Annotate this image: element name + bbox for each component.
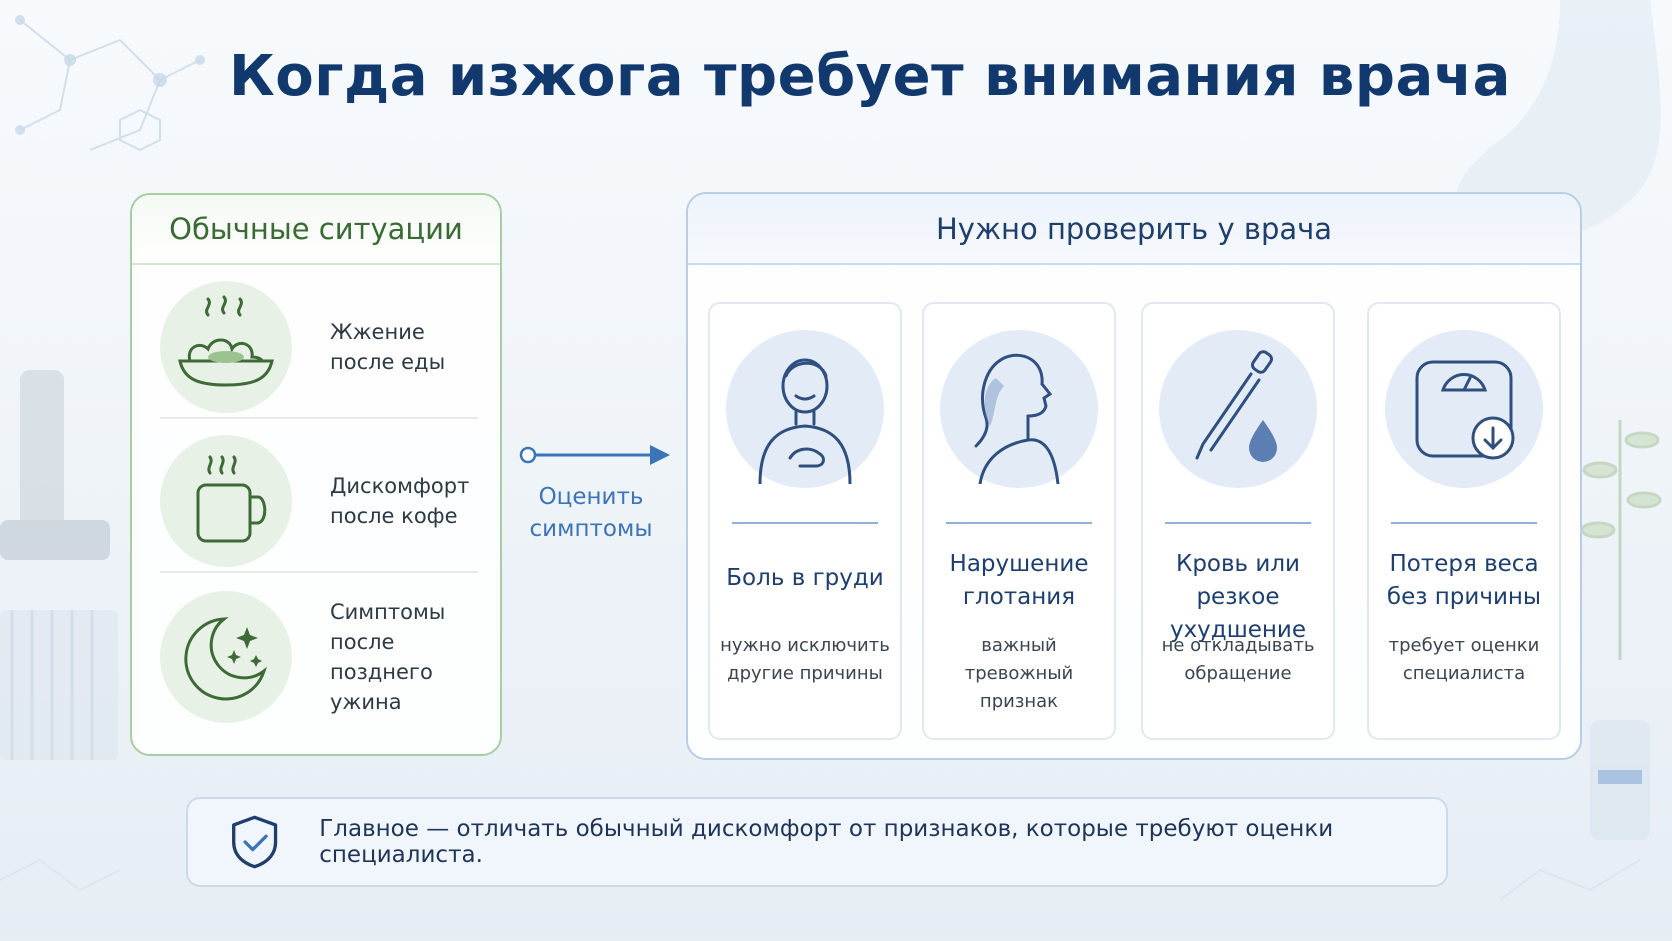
card-title: Кровь или резкое ухудшение — [1169, 551, 1307, 643]
throat-icon — [940, 330, 1098, 488]
key-message-text: Главное — отличать обычный дискомфорт от… — [319, 816, 1334, 868]
scale-icon — [1385, 330, 1543, 488]
card-title: Нарушение глотания — [949, 551, 1089, 610]
shield-check-icon — [232, 815, 278, 869]
card-blood: Кровь или резкое ухудшение не откладыват… — [1141, 302, 1335, 740]
card-divider — [1165, 522, 1311, 524]
blood-drop-icon — [1159, 330, 1317, 488]
normal-item-text: Жжение после еды — [330, 320, 446, 374]
card-title: Боль в груди — [726, 565, 884, 591]
card-swallowing: Нарушение глотания важный тревожный приз… — [922, 302, 1116, 740]
card-subtitle: нужно исключить другие причины — [720, 635, 890, 684]
plate-icon — [160, 281, 292, 413]
coffee-mug-icon — [160, 435, 292, 567]
card-subtitle: не откладывать обращение — [1161, 635, 1315, 684]
normal-situations-panel: Обычные ситуации Жжение после еды — [130, 193, 502, 756]
moon-icon — [160, 591, 292, 723]
normal-panel-header: Обычные ситуации — [132, 195, 500, 265]
doctor-panel-header: Нужно проверить у врача — [688, 194, 1580, 265]
card-divider — [732, 522, 878, 524]
normal-item-after-coffee: Дискомфорт после кофе — [160, 431, 478, 573]
normal-item-text: Симптомы после позднего ужина — [330, 600, 446, 714]
page-title: Когда изжога требует внимания врача — [229, 44, 1511, 109]
normal-item-late-dinner: Симптомы после позднего ужина — [160, 587, 478, 727]
card-chest-pain: Боль в груди нужно исключить другие прич… — [708, 302, 902, 740]
key-message-banner: Главное — отличать обычный дискомфорт от… — [186, 797, 1448, 887]
assess-arrow: Оценить симптомы — [516, 437, 676, 557]
card-subtitle: важный тревожный признак — [964, 635, 1074, 712]
check-with-doctor-panel: Нужно проверить у врача Боль в груди нуж… — [686, 192, 1582, 760]
arrow-right-icon — [519, 445, 670, 465]
card-title: Потеря веса без причины — [1386, 551, 1542, 610]
chest-pain-icon — [726, 330, 884, 488]
card-weight-loss: Потеря веса без причины требует оценки с… — [1367, 302, 1561, 740]
card-subtitle: требует оценки специалиста — [1388, 635, 1540, 684]
assess-symptoms-label: Оценить симптомы — [529, 484, 653, 542]
normal-item-text: Дискомфорт после кофе — [330, 474, 470, 528]
card-divider — [946, 522, 1092, 524]
normal-item-after-meal: Жжение после еды — [160, 277, 478, 419]
card-divider — [1391, 522, 1537, 524]
